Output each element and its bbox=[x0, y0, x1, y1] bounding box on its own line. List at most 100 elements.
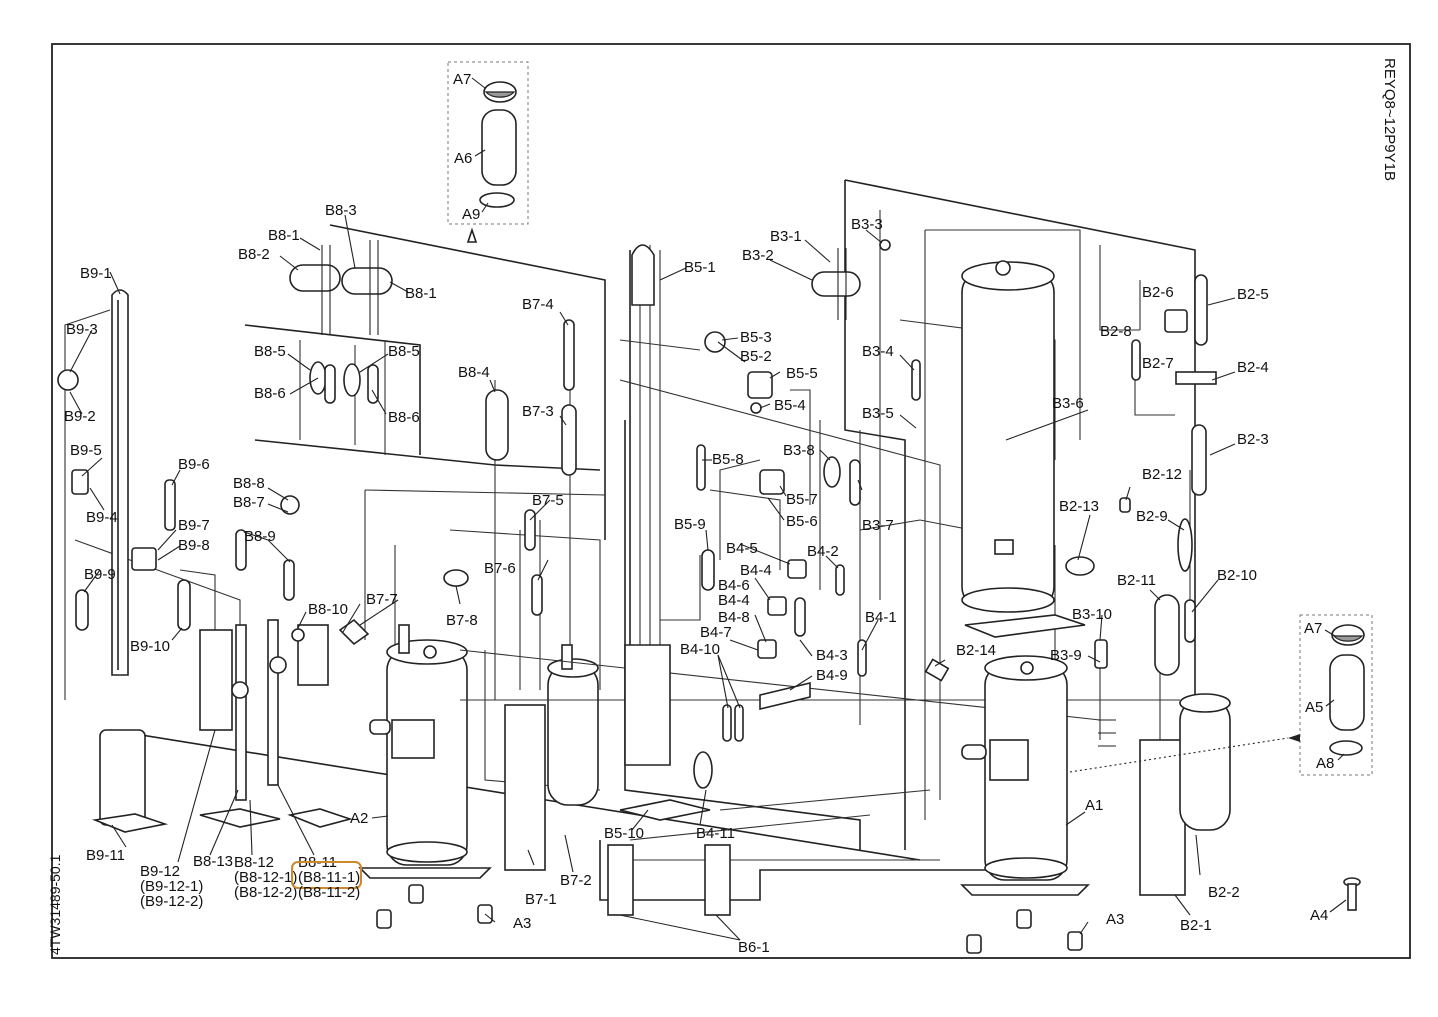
label-b7-5: B7-5 bbox=[532, 492, 564, 509]
label-b4-4: B4-4 bbox=[740, 562, 772, 579]
label-b2-10: B2-10 bbox=[1217, 567, 1257, 584]
rubber-feet-a3 bbox=[376, 884, 1083, 954]
label-b4-11: B4-11 bbox=[696, 825, 735, 842]
label-b4-8: B4-8 bbox=[718, 609, 750, 626]
label-b2-7: B2-7 bbox=[1142, 355, 1174, 372]
label-b5-10: B5-10 bbox=[604, 825, 644, 842]
label-b8-11-2: (B8-11-2) bbox=[298, 884, 360, 901]
label-b4-10: B4-10 bbox=[680, 641, 720, 658]
label-b3-4: B3-4 bbox=[862, 343, 894, 360]
label-b7-3: B7-3 bbox=[522, 403, 554, 420]
label-b9-11: B9-11 bbox=[86, 847, 125, 864]
label-b2-9: B2-9 bbox=[1136, 508, 1168, 525]
label-b7-8: B7-8 bbox=[446, 612, 478, 629]
label-b8-12: B8-12 bbox=[234, 854, 274, 871]
label-b9-12-1: (B9-12-1) bbox=[140, 878, 203, 895]
label-b9-6: B9-6 bbox=[178, 456, 210, 473]
label-b7-2: B7-2 bbox=[560, 872, 592, 889]
label-b9-2: B9-2 bbox=[64, 408, 96, 425]
label-b5-7: B5-7 bbox=[786, 491, 818, 508]
label-b4-3: B4-3 bbox=[816, 647, 848, 664]
label-b8-5: B8-5 bbox=[254, 343, 286, 360]
label-a3-left: A3 bbox=[513, 915, 531, 932]
label-b7-7: B7-7 bbox=[366, 591, 398, 608]
label-b9-1: B9-1 bbox=[80, 265, 112, 282]
label-b7-6: B7-6 bbox=[484, 560, 516, 577]
leader-lines bbox=[69, 77, 1347, 941]
label-b2-11: B2-11 bbox=[1117, 572, 1156, 589]
label-b9-12-2: (B9-12-2) bbox=[140, 893, 203, 910]
label-b9-10: B9-10 bbox=[130, 638, 170, 655]
label-b4-5: B4-5 bbox=[726, 540, 758, 557]
label-b8-13: B8-13 bbox=[193, 853, 233, 870]
label-b9-12: B9-12 bbox=[140, 863, 180, 880]
b5-assembly bbox=[607, 244, 785, 916]
label-b4-9: B4-9 bbox=[816, 667, 848, 684]
label-b4-7: B4-7 bbox=[700, 624, 732, 641]
label-a2: A2 bbox=[350, 810, 368, 827]
label-b6-1: B6-1 bbox=[738, 939, 770, 956]
label-b5-4: B5-4 bbox=[774, 397, 806, 414]
label-b8-6: B8-6 bbox=[254, 385, 286, 402]
label-b9-9: B9-9 bbox=[84, 566, 116, 583]
label-b2-12: B2-12 bbox=[1142, 466, 1182, 483]
label-b3-5: B3-5 bbox=[862, 405, 894, 422]
label-b2-3: B2-3 bbox=[1237, 431, 1269, 448]
b4-assembly bbox=[693, 559, 867, 789]
label-b3-10: B3-10 bbox=[1072, 606, 1112, 623]
label-b5-3: B5-3 bbox=[740, 329, 772, 346]
label-b7-1: B7-1 bbox=[525, 891, 557, 908]
label-b5-2: B5-2 bbox=[740, 348, 772, 365]
label-b8-2: B8-2 bbox=[238, 246, 270, 263]
label-a8: A8 bbox=[1316, 755, 1334, 772]
label-b3-9: B3-9 bbox=[1050, 647, 1082, 664]
drawing-frame bbox=[51, 43, 1411, 959]
model-title: REYQ8~12P9Y1B bbox=[1381, 58, 1398, 181]
label-b8-6-right: B8-6 bbox=[388, 409, 420, 426]
label-b8-9: B8-9 bbox=[244, 528, 276, 545]
label-b3-2: B3-2 bbox=[742, 247, 774, 264]
b9-assembly bbox=[57, 289, 191, 833]
label-b5-8: B5-8 bbox=[712, 451, 744, 468]
label-a3-right: A3 bbox=[1106, 911, 1124, 928]
label-a5: A5 bbox=[1305, 699, 1323, 716]
label-b2-4: B2-4 bbox=[1237, 359, 1269, 376]
label-b2-1: B2-1 bbox=[1180, 917, 1212, 934]
label-b8-4: B8-4 bbox=[458, 364, 490, 381]
label-b2-6: B2-6 bbox=[1142, 284, 1174, 301]
b2-assembly bbox=[1065, 274, 1231, 896]
compressor-upper bbox=[961, 260, 1086, 638]
part-box-right bbox=[1069, 614, 1373, 776]
label-b8-5-right: B8-5 bbox=[388, 343, 420, 360]
label-b9-7: B9-7 bbox=[178, 517, 210, 534]
label-a6: A6 bbox=[454, 150, 472, 167]
label-a7-right: A7 bbox=[1304, 620, 1322, 637]
label-b3-8: B3-8 bbox=[783, 442, 815, 459]
label-b3-6: B3-6 bbox=[1052, 395, 1084, 412]
label-b9-8: B9-8 bbox=[178, 537, 210, 554]
label-b5-6: B5-6 bbox=[786, 513, 818, 530]
label-b3-3: B3-3 bbox=[851, 216, 883, 233]
bolt-a4 bbox=[1343, 877, 1361, 911]
label-b9-4: B9-4 bbox=[86, 509, 118, 526]
label-b8-11-1: (B8-11-1) bbox=[298, 869, 360, 886]
label-a9: A9 bbox=[462, 206, 480, 223]
compressor-a2 bbox=[358, 624, 492, 879]
drawing-number: 4TW31489-50.1 bbox=[47, 854, 63, 955]
label-b2-8: B2-8 bbox=[1100, 323, 1132, 340]
label-b3-1: B3-1 bbox=[770, 228, 802, 245]
label-b2-13: B2-13 bbox=[1059, 498, 1099, 515]
label-b8-8: B8-8 bbox=[233, 475, 265, 492]
label-a7: A7 bbox=[453, 71, 471, 88]
label-b2-5: B2-5 bbox=[1237, 286, 1269, 303]
label-b2-14: B2-14 bbox=[956, 642, 996, 659]
label-b8-3: B8-3 bbox=[325, 202, 357, 219]
compressor-a1 bbox=[924, 655, 1090, 896]
label-b8-1-right: B8-1 bbox=[405, 285, 437, 302]
label-b4-2: B4-2 bbox=[807, 543, 839, 560]
label-b9-3: B9-3 bbox=[66, 321, 98, 338]
label-a4: A4 bbox=[1310, 907, 1328, 924]
highlight-box bbox=[291, 861, 362, 889]
part-box-top bbox=[447, 61, 529, 243]
